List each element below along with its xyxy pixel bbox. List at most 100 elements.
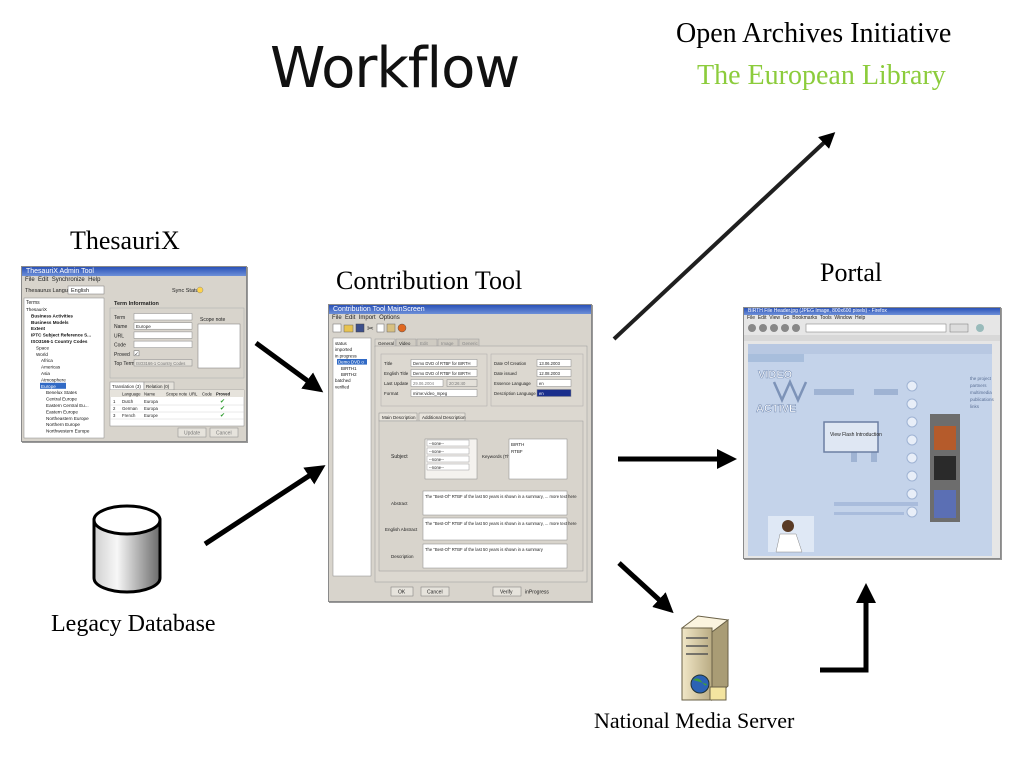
menu-item[interactable]: View (769, 315, 780, 321)
menu-item[interactable]: Tools (819, 315, 832, 321)
field-input (133, 340, 193, 348)
field-input[interactable] (410, 369, 478, 377)
field-value: mime:video_mpeg (413, 391, 448, 396)
field-value: 29.06.2004 (413, 381, 435, 386)
address-bar (805, 323, 947, 333)
tree-item[interactable]: Extent (31, 326, 46, 331)
field-input[interactable] (410, 359, 478, 367)
menu-item[interactable]: Help (88, 277, 101, 283)
update-button (177, 427, 207, 438)
tab-video[interactable]: Video (399, 341, 411, 346)
tree-item[interactable]: Atmosphere (41, 377, 66, 382)
side-link[interactable]: publications (970, 397, 995, 402)
thesaurix-body: Thesaurus Language: English Sync Status:… (23, 285, 245, 439)
side-link[interactable]: partners (970, 383, 987, 388)
description-text: The "Best-Of" RTBF of the last 50 years … (425, 547, 544, 552)
language-select (67, 285, 105, 295)
tree-item[interactable]: IPTC Subject Reference S... (31, 333, 91, 338)
scope-note-label: Scope note (200, 317, 226, 323)
field-input[interactable] (410, 379, 444, 387)
tree-item[interactable]: Asia (41, 371, 50, 376)
field-input[interactable] (536, 379, 572, 387)
field-input[interactable] (536, 389, 572, 397)
portal-label: Portal (820, 258, 883, 287)
menu-item[interactable]: Options (379, 315, 400, 321)
menu-item[interactable]: Edit (757, 315, 767, 321)
menu-item[interactable]: File (747, 315, 756, 321)
field-input[interactable] (536, 369, 572, 377)
subject-select[interactable] (426, 455, 470, 463)
status-item[interactable]: BIRTH1 (341, 366, 357, 371)
menu-item[interactable]: Window (834, 315, 853, 321)
tree-item[interactable]: Business Activities (31, 313, 73, 318)
verify-label: Verify (500, 590, 513, 596)
status-item[interactable]: status (335, 341, 348, 346)
tree-item[interactable]: Northeastern Europe (46, 416, 89, 421)
description-label: Description (391, 554, 414, 559)
side-link[interactable]: multimedia (970, 390, 992, 395)
tree-item[interactable]: ISO3166-1 Country Codes (31, 339, 88, 344)
status-item[interactable]: imported (335, 347, 353, 352)
tab-general[interactable]: General (378, 341, 394, 346)
menu-item[interactable]: Edit (38, 277, 49, 283)
portal-image (934, 490, 956, 518)
field-value: 12.08.2003 (539, 371, 561, 376)
field-input[interactable] (410, 389, 478, 397)
proved-checkbox[interactable] (133, 350, 140, 357)
arrow-nms-to-portal (820, 583, 876, 673)
menu-item[interactable]: File (25, 277, 35, 283)
tree-item[interactable]: Northern Europe (46, 422, 80, 427)
tree-item[interactable]: Business Models (31, 320, 69, 325)
tree-item[interactable]: Benelux States (46, 390, 78, 395)
menu-item[interactable]: File (332, 315, 342, 321)
status-item[interactable]: verified (335, 384, 350, 389)
menu-item[interactable]: Help (855, 315, 866, 321)
stop-icon (781, 324, 789, 332)
tree-item[interactable]: ThesauriX (26, 307, 47, 312)
cancel-label: Cancel (216, 431, 232, 437)
search-icon (976, 324, 984, 332)
menu-item[interactable]: Import (358, 315, 376, 321)
database-icon (92, 504, 162, 594)
tree-item[interactable]: Central Europe (46, 397, 77, 402)
tree-item[interactable]: Eastern Europe (46, 409, 78, 414)
subject-select[interactable] (426, 447, 470, 455)
sync-status-icon (196, 286, 204, 294)
field-input (133, 331, 193, 339)
sync-label: Sync Status: (172, 288, 203, 294)
status-item[interactable]: Demo DVD o (338, 360, 364, 365)
row-language: French (122, 413, 136, 418)
subject-select[interactable] (426, 439, 470, 447)
status-item[interactable]: in progress (335, 353, 358, 358)
field-input[interactable] (536, 359, 572, 367)
side-link[interactable]: links (970, 404, 980, 409)
contribution-tool-label: Contribution Tool (336, 266, 523, 295)
tab-image[interactable]: Image (441, 341, 454, 346)
menu-item[interactable]: Synchronize (51, 277, 85, 283)
status-item[interactable]: BIRTH2 (341, 372, 357, 377)
tree-item[interactable]: World (36, 352, 48, 357)
status-item[interactable]: batched (335, 378, 351, 383)
tree-item[interactable]: Europe (41, 384, 56, 389)
menu-item[interactable]: Bookmarks (792, 315, 818, 321)
subject-select[interactable] (426, 463, 470, 471)
tab-edit[interactable]: Edit (420, 341, 429, 346)
side-link[interactable]: the project (970, 376, 992, 381)
paste-icon (386, 323, 396, 333)
tab-generic[interactable]: Generic (462, 341, 479, 346)
nav-dot (906, 506, 918, 518)
menu-item[interactable]: Go (782, 315, 790, 321)
tree-item[interactable]: Space (36, 345, 49, 350)
menu-item[interactable]: Edit (345, 315, 356, 321)
tab-main-description: Main Description (382, 415, 416, 420)
tree-item[interactable]: Eastern Central Eu... (46, 403, 89, 408)
media-server-icon (680, 615, 730, 702)
nav-dot (906, 488, 918, 500)
tree-item[interactable]: Africa (41, 358, 53, 363)
tree-item[interactable]: Americas (41, 365, 61, 370)
field-label: English Title (384, 371, 409, 376)
portal-titlebar: BIRTH File Header.jpg (JPEG Image, 800x6… (744, 308, 1000, 315)
tree-item[interactable]: Northwestern Europe (46, 429, 90, 434)
